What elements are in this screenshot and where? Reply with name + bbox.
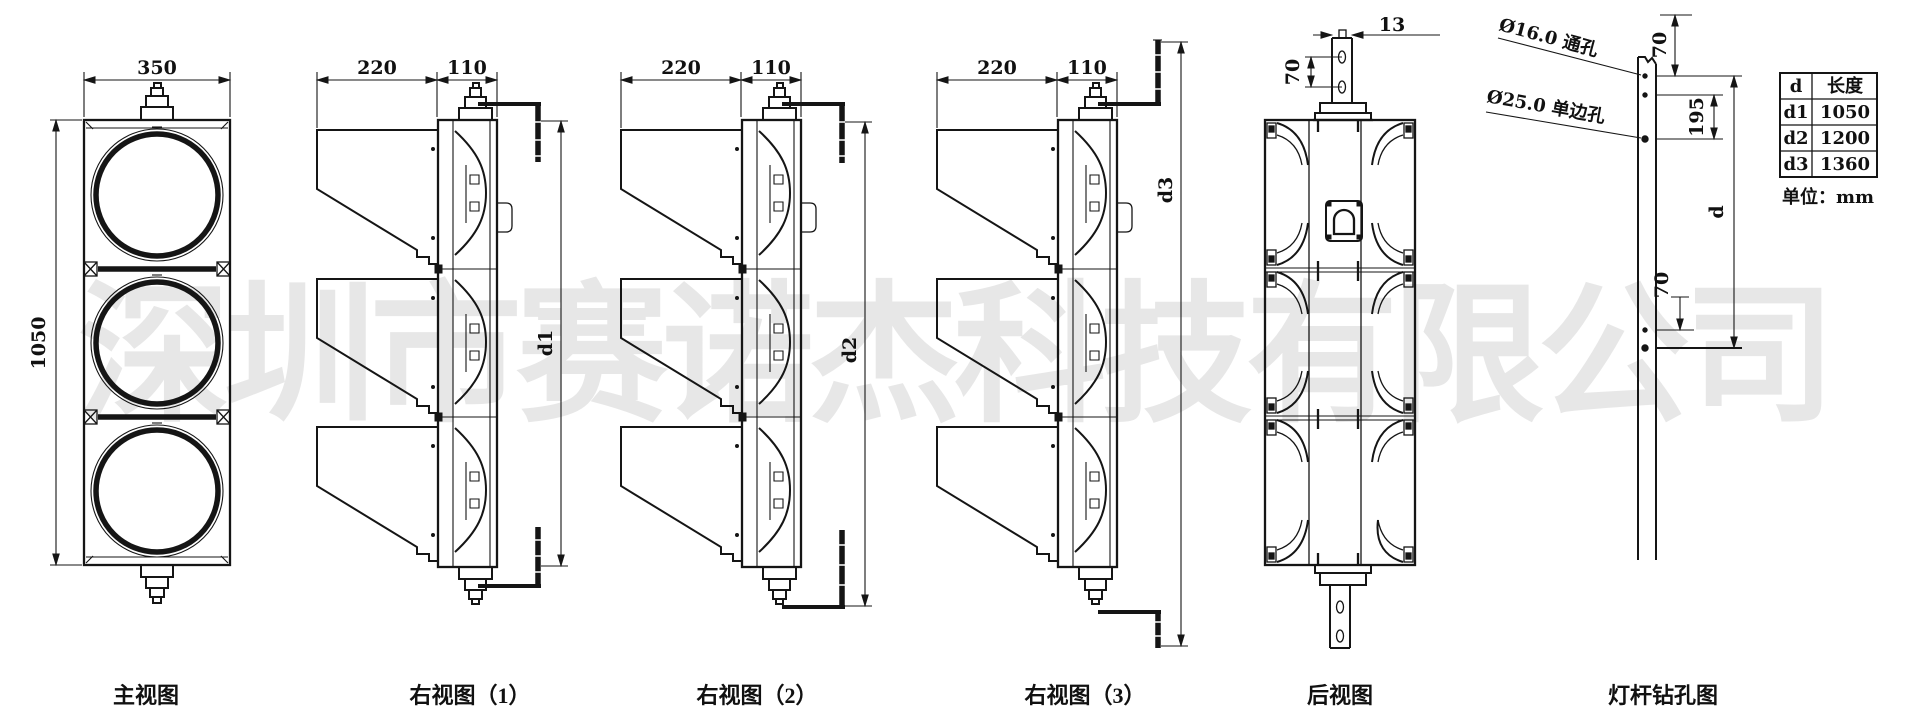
- side1-visor-dim: 220: [357, 57, 397, 79]
- side3-d-dim: d3: [1155, 177, 1177, 204]
- table-header-len: 长度: [1827, 75, 1864, 97]
- caption-pole-diagram: 灯杆钻孔图: [1608, 683, 1718, 708]
- side2-visor-dim: 220: [661, 57, 701, 79]
- side1-body-dim: 110: [447, 57, 487, 79]
- table-val-d2: 1200: [1820, 128, 1870, 149]
- pole-mid-spacing-dim: 195: [1686, 97, 1708, 137]
- length-table: d 长度 d1 1050 d2 1200 d3 1360 单位：mm: [1779, 72, 1878, 208]
- table-row-d2: d2: [1783, 128, 1808, 149]
- side2-brackets: [782, 102, 845, 609]
- side-view-1-drawing: [317, 72, 512, 604]
- rear-view: 13 70: [1263, 14, 1440, 649]
- pole-bottom-offset-dim: 70: [1651, 272, 1673, 298]
- side-view-3: 220 110 d3: [937, 39, 1188, 648]
- rear-tab-width-dim: 13: [1379, 14, 1405, 36]
- table-row-d3: d3: [1783, 154, 1808, 175]
- front-view: 350 1050: [28, 57, 232, 604]
- rear-hole-spacing-dim: 70: [1282, 59, 1304, 85]
- front-width-dim: 350: [137, 57, 177, 79]
- pole-drilling-diagram: Ø16.0 通孔 Ø25.0 单边孔 70 195 d 70: [1485, 13, 1742, 560]
- side3-visor-dim: 220: [977, 57, 1017, 79]
- table-val-d3: 1360: [1820, 154, 1870, 175]
- company-watermark: 深圳市赛诺杰科技有限公司: [78, 267, 1836, 444]
- pole-span-dim: d: [1706, 205, 1728, 218]
- front-height-dim: 1050: [28, 317, 50, 370]
- side-view-1: 220 110 d1: [317, 57, 568, 604]
- table-val-d1: 1050: [1820, 102, 1870, 123]
- caption-front-view: 主视图: [113, 683, 179, 708]
- lens-circles: [90, 126, 224, 558]
- side2-d-dim: d2: [839, 337, 861, 364]
- side-view-3-drawing: [937, 72, 1132, 604]
- side-view-2: 220 110 d2: [621, 57, 872, 609]
- side1-d-dim: d1: [535, 330, 557, 357]
- side2-body-dim: 110: [751, 57, 791, 79]
- caption-side-view-1: 右视图（1）: [409, 683, 530, 708]
- side3-body-dim: 110: [1067, 57, 1107, 79]
- caption-side-view-2: 右视图（2）: [696, 683, 817, 708]
- through-hole-label: Ø16.0 通孔: [1497, 15, 1601, 62]
- pole-top-offset-dim: 70: [1649, 32, 1671, 58]
- side1-brackets: [478, 102, 541, 588]
- table-header-d: d: [1790, 76, 1803, 97]
- side-view-2-drawing: [621, 72, 816, 604]
- single-side-hole-label: Ø25.0 单边孔: [1485, 85, 1607, 127]
- unit-note: 单位：mm: [1782, 186, 1874, 208]
- side3-brackets: [1098, 39, 1162, 648]
- caption-rear-view: 后视图: [1307, 683, 1373, 708]
- caption-side-view-3: 右视图（3）: [1024, 683, 1145, 708]
- rear-access-handle: [1325, 200, 1363, 242]
- table-row-d1: d1: [1783, 102, 1808, 123]
